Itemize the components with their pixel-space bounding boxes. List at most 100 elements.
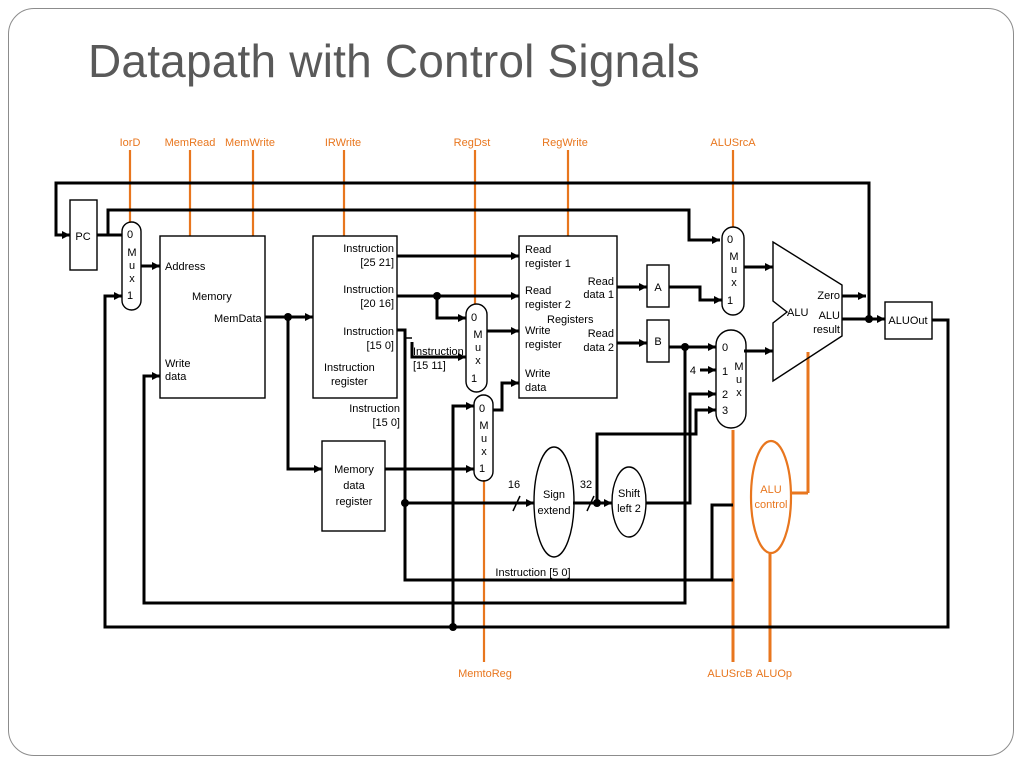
regdst-mux-in1: 1 bbox=[471, 373, 477, 385]
sign-extend-label-b: extend bbox=[537, 505, 570, 517]
alu-control-block bbox=[749, 439, 793, 555]
shift-left-block bbox=[611, 466, 647, 538]
control-lines bbox=[128, 150, 810, 662]
regs-wd-a: Write bbox=[525, 368, 550, 380]
junctions bbox=[284, 292, 873, 631]
signal-alusrca: ALUSrcA bbox=[710, 137, 756, 149]
ir-field2-b: [20 16] bbox=[360, 298, 394, 310]
ir-field1-a: Instruction bbox=[343, 243, 394, 255]
pc-register bbox=[69, 199, 98, 271]
alusrcb-mux-u: u bbox=[736, 374, 742, 386]
regdst-mux-x: x bbox=[475, 355, 481, 367]
iord-mux-in1: 1 bbox=[127, 290, 133, 302]
slide-title: Datapath with Control Signals bbox=[88, 35, 700, 87]
alusrca-mux-in0: 0 bbox=[727, 234, 733, 246]
pc-label: PC bbox=[75, 231, 90, 243]
regdst-mux-in0: 0 bbox=[471, 312, 477, 324]
memtoreg-mux-x: x bbox=[481, 446, 487, 458]
sign-extend-label-a: Sign bbox=[543, 489, 565, 501]
alusrcb-mux-in2: 2 bbox=[722, 389, 728, 401]
regs-wd-b: data bbox=[525, 382, 547, 394]
alusrca-mux bbox=[721, 226, 745, 316]
signal-memread: MemRead bbox=[165, 137, 216, 149]
alusrcb-mux-in0: 0 bbox=[722, 342, 728, 354]
alusrcb-mux bbox=[715, 329, 747, 429]
a-register bbox=[646, 264, 670, 308]
regs-rd2-a: Read bbox=[588, 328, 614, 340]
regs-wr-a: Write bbox=[525, 325, 550, 337]
const-four: 4 bbox=[690, 365, 696, 377]
memory-data-register bbox=[321, 440, 386, 532]
regs-name: Registers bbox=[547, 314, 594, 326]
alusrca-mux-u: u bbox=[731, 264, 737, 276]
regdst-mux bbox=[465, 303, 488, 393]
regs-rd1-b: data 1 bbox=[583, 289, 614, 301]
b-label: B bbox=[654, 336, 661, 348]
arrowheads bbox=[62, 231, 885, 507]
width-16-label: 16 bbox=[508, 479, 520, 491]
func-field-label: Instruction [5 0] bbox=[495, 567, 570, 579]
sign-extend-block bbox=[533, 446, 575, 558]
ir-imm-label-b: [15 0] bbox=[372, 417, 400, 429]
memtoreg-mux bbox=[473, 394, 494, 482]
iord-mux bbox=[121, 221, 142, 311]
instruction-register bbox=[312, 235, 398, 399]
regs-rd1-a: Read bbox=[588, 276, 614, 288]
memory-address-label: Address bbox=[165, 261, 206, 273]
ir-out-label-b: [15 11] bbox=[413, 360, 446, 372]
ir-field2-a: Instruction bbox=[343, 284, 394, 296]
memtoreg-mux-in1: 1 bbox=[479, 463, 485, 475]
shift-left-label-b: left 2 bbox=[617, 503, 641, 515]
datapath-wires bbox=[54, 181, 950, 629]
alu-control-label-a: ALU bbox=[760, 484, 781, 496]
ir-field1-b: [25 21] bbox=[360, 257, 394, 269]
memory-block bbox=[159, 235, 266, 399]
aluout-label: ALUOut bbox=[888, 315, 927, 327]
memory-memdata-label: MemData bbox=[214, 313, 263, 325]
signal-iord: IorD bbox=[120, 137, 141, 149]
iord-mux-u: u bbox=[129, 260, 135, 272]
mdr-label-b: data bbox=[343, 480, 365, 492]
aluout-register bbox=[884, 301, 933, 340]
signal-aluop: ALUOp bbox=[756, 668, 792, 680]
alu-name: ALU bbox=[787, 307, 808, 319]
alusrca-mux-x: x bbox=[731, 277, 737, 289]
b-register bbox=[646, 319, 670, 363]
a-label: A bbox=[654, 282, 662, 294]
ir-field3-a: Instruction bbox=[343, 326, 394, 338]
alu-zero-label: Zero bbox=[817, 290, 840, 302]
signal-alusrcb: ALUSrcB bbox=[707, 668, 752, 680]
regs-rd2-b: data 2 bbox=[583, 342, 614, 354]
ir-name-2: register bbox=[331, 376, 368, 388]
regs-rr1-a: Read bbox=[525, 244, 551, 256]
alusrcb-mux-m: M bbox=[734, 361, 743, 373]
regs-wr-b: register bbox=[525, 339, 562, 351]
memtoreg-mux-m: M bbox=[479, 420, 488, 432]
memory-write-label: Write bbox=[165, 358, 190, 370]
alusrca-mux-in1: 1 bbox=[727, 295, 733, 307]
signal-regdst: RegDst bbox=[454, 137, 491, 149]
width-32-label: 32 bbox=[580, 479, 592, 491]
alu-result-label-b: result bbox=[813, 324, 840, 336]
alusrcb-mux-in3: 3 bbox=[722, 405, 728, 417]
regdst-mux-u: u bbox=[475, 342, 481, 354]
regs-rr1-b: register 1 bbox=[525, 258, 571, 270]
register-file bbox=[518, 235, 618, 399]
alusrcb-mux-x: x bbox=[736, 387, 742, 399]
regs-rr2-a: Read bbox=[525, 285, 551, 297]
mdr-label-a: Memory bbox=[334, 464, 374, 476]
iord-mux-m: M bbox=[127, 247, 136, 259]
alu-control-label-b: control bbox=[754, 499, 787, 511]
memory-name: Memory bbox=[192, 291, 232, 303]
alusrca-mux-m: M bbox=[729, 251, 738, 263]
signal-memtoreg: MemtoReg bbox=[458, 668, 512, 680]
mdr-label-c: register bbox=[336, 496, 373, 508]
alu-result-label-a: ALU bbox=[819, 310, 840, 322]
memtoreg-mux-u: u bbox=[481, 433, 487, 445]
memtoreg-mux-in0: 0 bbox=[479, 403, 485, 415]
ir-field3-b: [15 0] bbox=[366, 340, 394, 352]
memory-data-label: data bbox=[165, 371, 187, 383]
alu-block bbox=[772, 240, 843, 383]
signal-irwrite: IRWrite bbox=[325, 137, 361, 149]
